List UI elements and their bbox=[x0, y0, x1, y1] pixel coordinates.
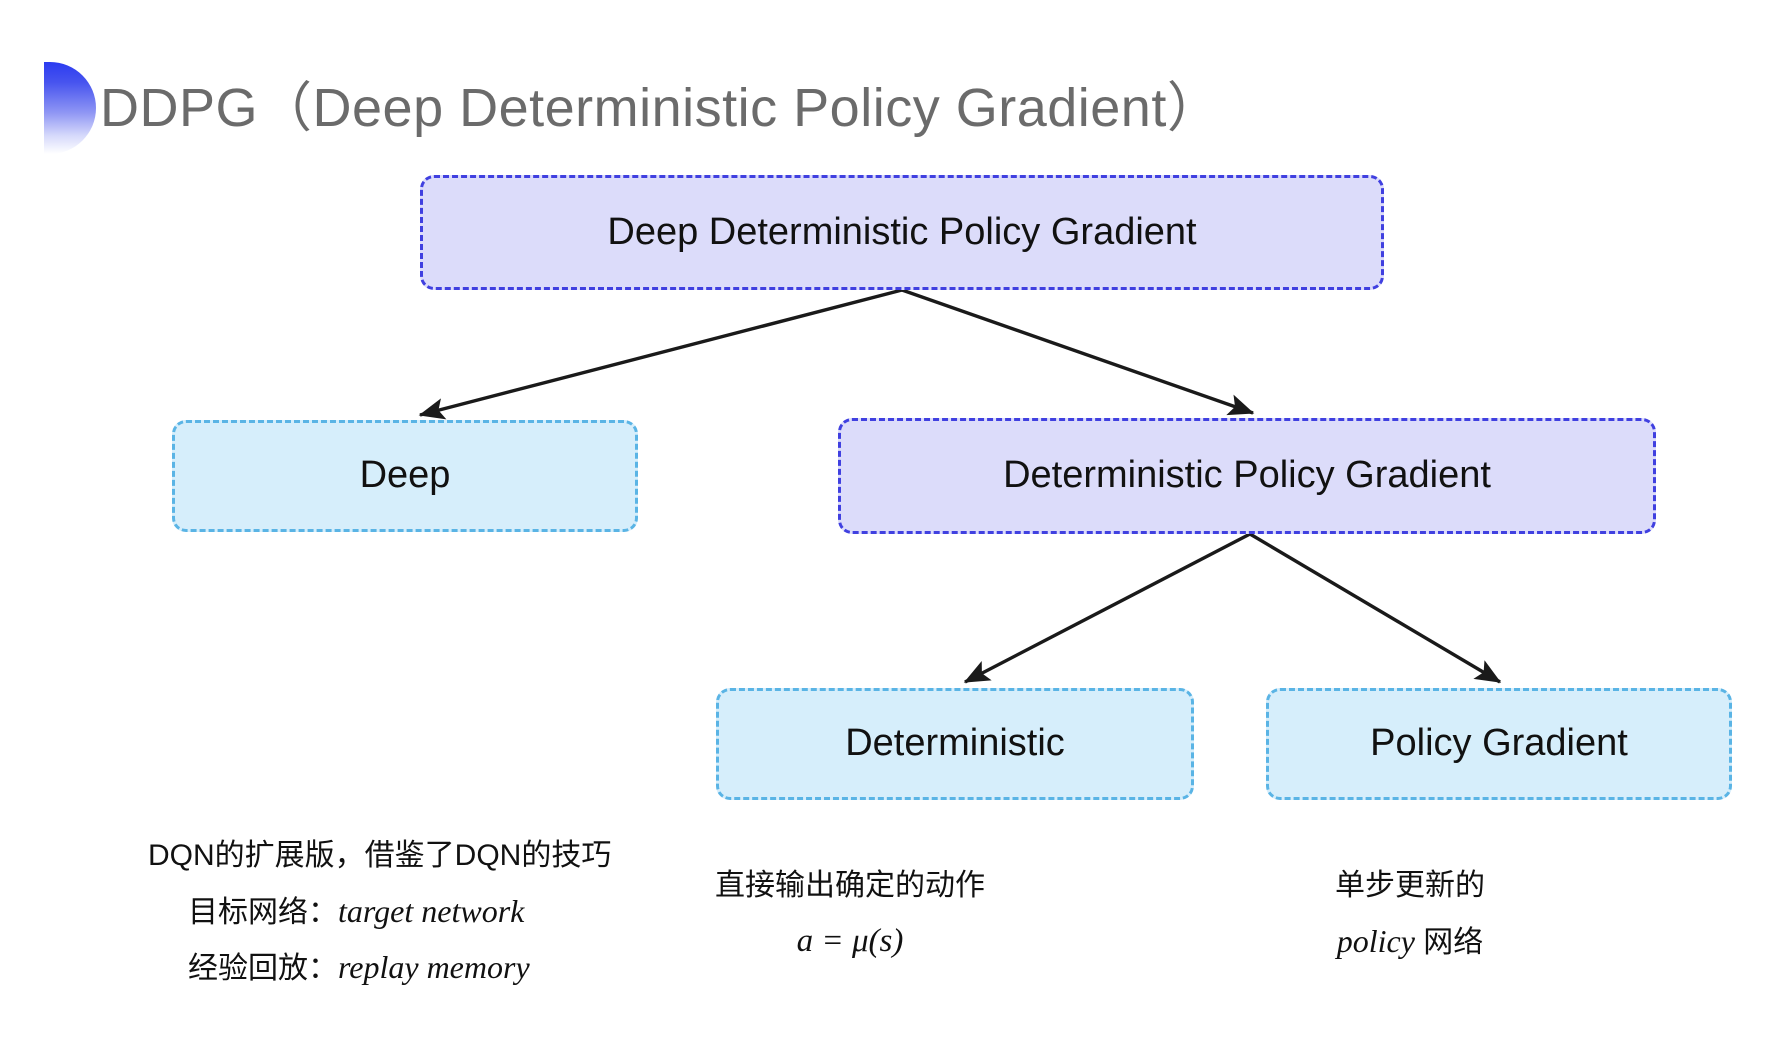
caption-deterministic-formula: a = μ(s) bbox=[796, 922, 904, 959]
caption-deep: DQN的扩展版，借鉴了DQN的技巧 目标网络：target network 经验… bbox=[148, 830, 611, 996]
node-deep-deterministic-policy-gradient[interactable]: Deep Deterministic Policy Gradient bbox=[420, 175, 1384, 290]
caption-deterministic-line-1: 直接输出确定的动作 bbox=[715, 869, 985, 902]
node-label: Deterministic Policy Gradient bbox=[1003, 454, 1491, 497]
caption-deep-line-2-label: 目标网络： bbox=[188, 895, 338, 929]
edge-root-to-deep bbox=[418, 288, 903, 420]
node-deterministic[interactable]: Deterministic bbox=[716, 688, 1194, 800]
node-deep[interactable]: Deep bbox=[172, 420, 638, 532]
edge-dpg-to-deterministic bbox=[963, 532, 1251, 684]
caption-deep-line-2: 目标网络：target network bbox=[148, 883, 611, 940]
node-label: Policy Gradient bbox=[1370, 722, 1628, 765]
half-circle-gradient-icon bbox=[44, 62, 96, 154]
node-label: Deep bbox=[359, 454, 451, 497]
caption-policy-gradient-line-1: 单步更新的 bbox=[1335, 869, 1485, 902]
node-deterministic-policy-gradient[interactable]: Deterministic Policy Gradient bbox=[838, 418, 1656, 534]
caption-deep-line-3-label: 经验回放： bbox=[188, 952, 338, 985]
caption-deep-line-3-term: replay memory bbox=[338, 949, 530, 985]
node-policy-gradient[interactable]: Policy Gradient bbox=[1266, 688, 1732, 800]
caption-deterministic: 直接输出确定的动作 a = μ(s) bbox=[715, 860, 985, 970]
caption-policy-gradient-tail: 网络 bbox=[1414, 925, 1484, 959]
caption-deep-line-3: 经验回放：replay memory bbox=[148, 939, 611, 996]
caption-deep-line-2-term: target network bbox=[338, 892, 525, 929]
caption-policy-gradient: 单步更新的 policy 网络 bbox=[1335, 860, 1485, 969]
edge-root-to-dpg bbox=[901, 288, 1255, 416]
caption-policy-gradient-line-2: policy 网络 bbox=[1335, 913, 1485, 970]
caption-policy-gradient-term: policy bbox=[1336, 922, 1415, 959]
caption-deep-line-1: DQN的扩展版，借鉴了DQN的技巧 bbox=[148, 839, 612, 872]
node-label: Deep Deterministic Policy Gradient bbox=[607, 210, 1197, 253]
edge-dpg-to-policy-gradient bbox=[1249, 532, 1502, 684]
node-label: Deterministic bbox=[845, 722, 1065, 765]
page-title: DDPG（Deep Deterministic Policy Gradient） bbox=[100, 78, 1222, 138]
